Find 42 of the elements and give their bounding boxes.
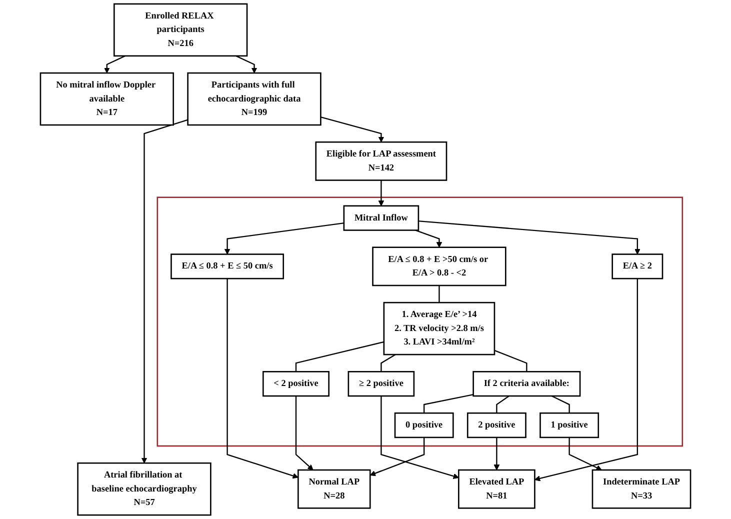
arrow	[226, 278, 298, 479]
node-box: < 2 positive	[262, 371, 330, 397]
node-box: 0 positive	[394, 412, 454, 438]
connector	[295, 341, 384, 372]
node-box: E/A ≤ 0.8 + E ≤ 50 cm/s	[170, 254, 284, 280]
connector	[423, 394, 474, 414]
node-box: Participants with full echocardiographic data N=199	[187, 72, 322, 126]
arrow	[378, 180, 384, 206]
node-box: Normal LAP N=28	[298, 469, 371, 509]
cluster	[156, 196, 684, 447]
node-box: Indeterminate LAP N=33	[592, 469, 692, 509]
node-box: E/A ≥ 2	[612, 254, 664, 280]
arrow	[380, 396, 459, 479]
arrow	[224, 222, 344, 254]
node-box: Enrolled RELAX participants N=216	[114, 3, 248, 57]
arrow	[104, 55, 126, 74]
arrow	[534, 278, 638, 482]
node-box: Atrial fibrillation at baseline echocardiography N=57	[77, 462, 212, 516]
arrow	[236, 55, 258, 74]
arrow	[370, 437, 425, 476]
connector	[438, 285, 440, 303]
node-box: E/A ≤ 0.8 + E >50 cm/s or E/A > 0.8 - <2	[372, 246, 506, 286]
connector	[380, 354, 396, 372]
node-box: Elevated LAP N=81	[458, 469, 536, 509]
node-box: 2 positive	[466, 412, 526, 438]
node-box: If 2 criteria available:	[472, 371, 581, 397]
arrow	[141, 119, 188, 464]
node-box: No mitral inflow Doppler available N=17	[40, 72, 174, 126]
arrow	[418, 220, 640, 254]
connector	[496, 396, 510, 414]
node-box: Mitral Inflow	[343, 205, 420, 231]
arrow	[415, 230, 442, 248]
node-box: Eligible for LAP assessment N=142	[315, 141, 448, 181]
node-box: 1 positive	[540, 412, 600, 438]
arrow	[295, 396, 314, 470]
connector	[494, 350, 528, 372]
node-box: 1. Average E/e’ >14 2. TR velocity >2.8 m/s 3. LAVI >34ml/m²	[383, 302, 496, 356]
node-box: ≥ 2 positive	[348, 371, 415, 397]
arrow	[568, 437, 602, 470]
arrow	[320, 116, 384, 142]
arrow	[494, 437, 500, 470]
connector	[551, 395, 570, 414]
